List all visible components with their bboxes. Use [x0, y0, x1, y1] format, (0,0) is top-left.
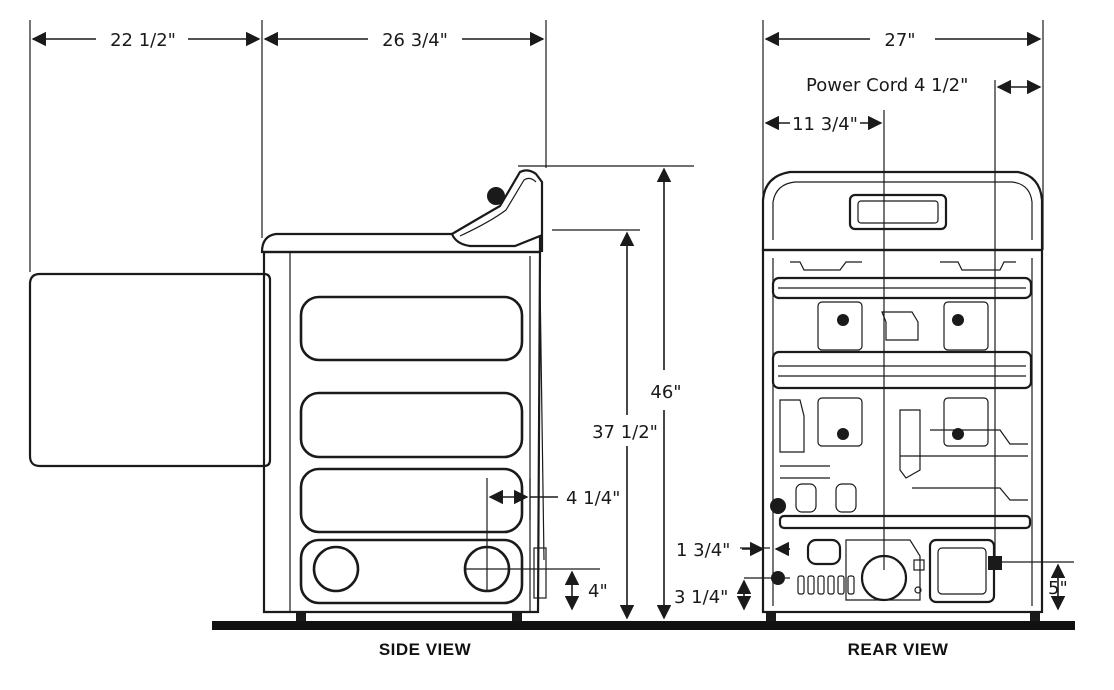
- dim-vent-height: 4": [588, 581, 608, 602]
- caption-side-view: SIDE VIEW: [379, 640, 472, 659]
- rear-view: [740, 20, 1074, 621]
- dim-width: 27": [884, 30, 915, 51]
- side-panel-2: [299, 391, 524, 459]
- rear-cabinet: [761, 248, 1044, 614]
- dim-vent-center: 11 3/4": [792, 114, 858, 135]
- dim-door-depth: 22 1/2": [110, 30, 176, 51]
- side-view: [28, 20, 694, 621]
- rear-top-hood: [761, 170, 1044, 252]
- side-top-lid: [260, 232, 542, 254]
- rear-terminal-box: [928, 538, 996, 604]
- floor-line: [212, 621, 1075, 630]
- rear-rail-middle: [771, 350, 1033, 390]
- dim-gas-height: 3 1/4": [674, 587, 728, 608]
- rear-power-cord-inlet: [988, 556, 1002, 570]
- side-knob: [487, 187, 505, 205]
- rear-console-window: [848, 193, 948, 231]
- dim-body-depth: 26 3/4": [382, 30, 448, 51]
- side-panel-4: [299, 538, 524, 605]
- rear-rail-top: [771, 276, 1033, 300]
- rear-vent-slots: [797, 575, 855, 595]
- open-door: [28, 272, 272, 468]
- side-console: [451, 169, 544, 252]
- side-panel-3: [299, 467, 524, 534]
- side-cabinet: [262, 250, 542, 614]
- dim-top-height: 37 1/2": [592, 422, 658, 443]
- dim-vent-offset: 4 1/4": [566, 488, 620, 509]
- dim-total-height: 46": [650, 382, 681, 403]
- dim-power-cord: Power Cord 4 1/2": [806, 75, 968, 96]
- side-vent-left: [312, 545, 360, 593]
- dim-gas-offset: 1 3/4": [676, 540, 730, 561]
- caption-rear-view: REAR VIEW: [848, 640, 949, 659]
- rear-gas-inlet-bracket: [806, 538, 842, 566]
- dim-cord-height: 5": [1048, 578, 1068, 599]
- side-panel-1: [299, 295, 524, 362]
- rear-rail-bottom: [778, 514, 1032, 530]
